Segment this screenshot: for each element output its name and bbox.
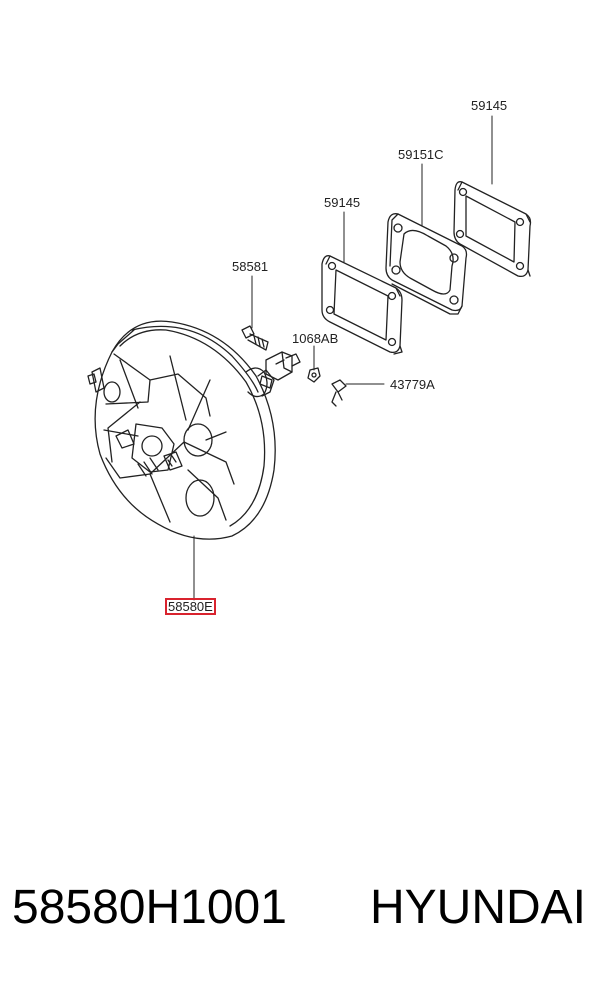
clevis-yoke — [259, 351, 301, 389]
callout-59151c: 59151C — [398, 147, 444, 162]
bolt-58581 — [241, 325, 269, 351]
callout-59145-lower: 59145 — [324, 195, 361, 210]
part-number: 58580H1001 — [12, 881, 287, 934]
brand-name: HYUNDAI — [369, 881, 586, 934]
callout-58581: 58581 — [232, 259, 269, 274]
callout-43779a: 43779A — [390, 377, 435, 392]
callout-1068ab: 1068AB — [292, 331, 339, 346]
callout-59145-upper: 59145 — [471, 98, 508, 113]
gasket-upper — [453, 181, 532, 278]
spacer-plate — [385, 213, 468, 315]
gasket-lower — [321, 255, 403, 355]
nut — [307, 367, 321, 383]
clip-pin — [331, 379, 347, 407]
footer: 58580H1001 HYUNDAI — [0, 880, 600, 950]
callout-58580e-highlighted[interactable]: 58580E — [165, 598, 216, 615]
leader-lines — [193, 115, 493, 601]
brake-booster — [87, 320, 276, 540]
